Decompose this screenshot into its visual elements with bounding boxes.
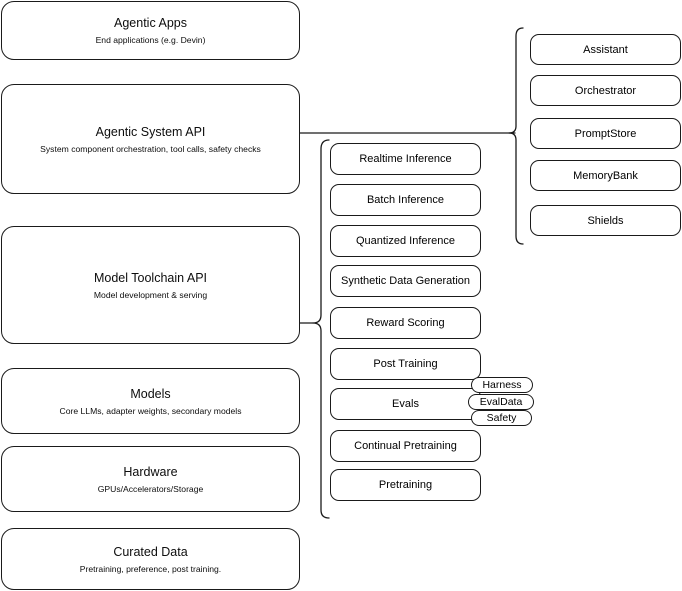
evals-pill-harness[interactable]: Harness — [471, 377, 533, 393]
capability-batch-inference[interactable]: Batch Inference — [330, 184, 481, 216]
layer-title: Agentic System API — [95, 124, 206, 139]
capability-quantized-inference[interactable]: Quantized Inference — [330, 225, 481, 257]
component-label: Shields — [587, 214, 624, 227]
middle-brace — [312, 139, 330, 519]
capability-label: Synthetic Data Generation — [340, 275, 471, 287]
component-label: MemoryBank — [573, 169, 638, 182]
component-promptstore[interactable]: PromptStore — [530, 118, 681, 149]
capability-post-training[interactable]: Post Training — [330, 348, 481, 380]
component-label: PromptStore — [574, 127, 637, 140]
layer-subtitle: Model development & serving — [93, 289, 208, 300]
capability-synthetic-data-generation[interactable]: Synthetic Data Generation — [330, 265, 481, 297]
capability-reward-scoring[interactable]: Reward Scoring — [330, 307, 481, 339]
capability-label: Continual Pretraining — [354, 440, 457, 452]
right-brace — [508, 27, 524, 245]
capability-evals[interactable]: Evals — [330, 388, 481, 420]
capability-label: Reward Scoring — [366, 317, 445, 329]
layer-subtitle: Core LLMs, adapter weights, secondary mo… — [59, 405, 242, 416]
capability-continual-pretraining[interactable]: Continual Pretraining — [330, 430, 481, 462]
capability-label: Batch Inference — [366, 194, 445, 206]
capability-label: Post Training — [373, 358, 438, 370]
layer-model-toolchain-api[interactable]: Model Toolchain API Model development & … — [1, 226, 300, 344]
capability-label: Pretraining — [378, 479, 433, 491]
evals-pill-evaldata[interactable]: EvalData — [468, 394, 534, 410]
layer-title: Hardware — [123, 464, 178, 479]
layer-subtitle: System component orchestration, tool cal… — [40, 143, 261, 154]
capability-label: Realtime Inference — [359, 153, 452, 165]
component-label: Orchestrator — [574, 84, 637, 97]
component-shields[interactable]: Shields — [530, 205, 681, 236]
layer-curated-data[interactable]: Curated Data Pretraining, preference, po… — [1, 528, 300, 590]
layer-title: Models — [130, 386, 171, 401]
layer-agentic-apps[interactable]: Agentic Apps End applications (e.g. Devi… — [1, 1, 300, 60]
layer-hardware[interactable]: Hardware GPUs/Accelerators/Storage — [1, 446, 300, 512]
component-label: Assistant — [583, 43, 628, 56]
capability-realtime-inference[interactable]: Realtime Inference — [330, 143, 481, 175]
evals-pill-label: EvalData — [479, 396, 523, 408]
evals-pill-label: Safety — [486, 412, 517, 424]
component-assistant[interactable]: Assistant — [530, 34, 681, 65]
component-orchestrator[interactable]: Orchestrator — [530, 75, 681, 106]
evals-pill-safety[interactable]: Safety — [471, 410, 532, 426]
layer-subtitle: GPUs/Accelerators/Storage — [97, 483, 204, 494]
capability-label: Evals — [392, 398, 419, 410]
layer-models[interactable]: Models Core LLMs, adapter weights, secon… — [1, 368, 300, 434]
layer-subtitle: End applications (e.g. Devin) — [95, 35, 206, 45]
evals-pill-label: Harness — [482, 379, 522, 391]
capability-pretraining[interactable]: Pretraining — [330, 469, 481, 501]
layer-title: Curated Data — [113, 544, 188, 559]
layer-subtitle: Pretraining, preference, post training. — [79, 563, 222, 574]
capability-label: Quantized Inference — [355, 235, 456, 247]
layer-agentic-system-api[interactable]: Agentic System API System component orch… — [1, 84, 300, 194]
layer-title: Model Toolchain API — [93, 270, 208, 285]
component-memorybank[interactable]: MemoryBank — [530, 160, 681, 191]
layer-title: Agentic Apps — [114, 16, 187, 30]
